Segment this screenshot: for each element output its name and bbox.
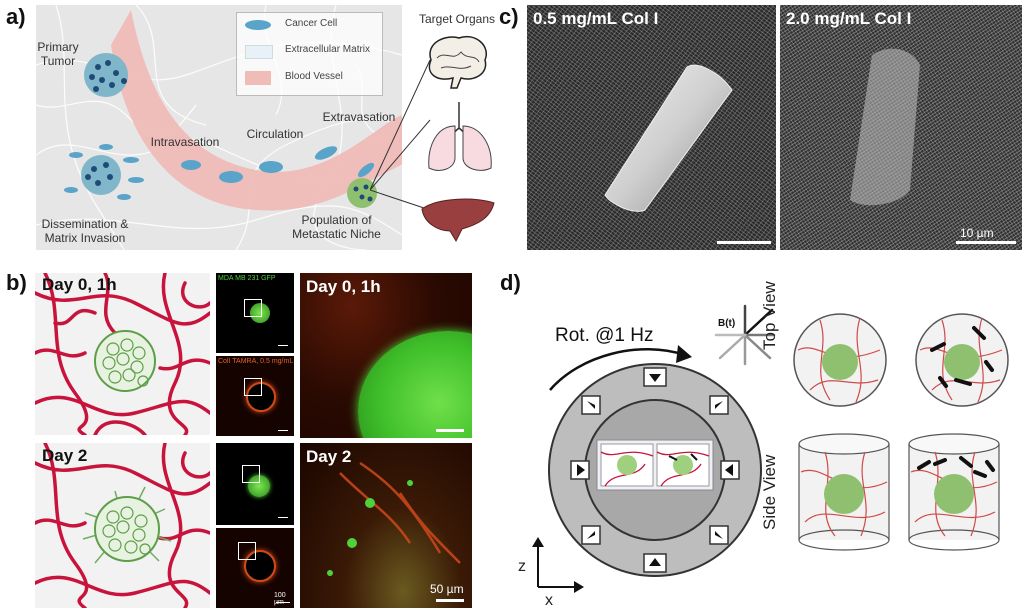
day2-title: Day 2 (42, 446, 88, 465)
scalebar (278, 517, 288, 518)
blood-vessel (111, 10, 402, 211)
scalebar (436, 429, 464, 432)
label-circulation: Circulation (246, 127, 304, 141)
vessel-swatch (245, 71, 271, 85)
label-intravasation: Intravasation (150, 135, 220, 149)
top-view-control (793, 313, 887, 407)
magnet-ring (548, 363, 762, 577)
day2-fibers (35, 443, 210, 608)
gfp-spheroid (248, 475, 270, 497)
magnetic-field-icon (714, 304, 776, 366)
roi-box (244, 378, 262, 396)
day0-fibers (35, 273, 210, 435)
sem-left-label: 0.5 mg/mL Col I (533, 9, 659, 28)
axis-x-label: x (545, 592, 553, 609)
gfp-image-day2 (216, 443, 294, 525)
zoom-image-day2: Day 2 50 µm (300, 443, 472, 608)
metastatic-niche (347, 178, 377, 208)
sem-right-label: 2.0 mg/mL Col I (786, 9, 912, 28)
tamra-ring (244, 550, 276, 582)
sem-scale-label: 10 µm (960, 226, 994, 240)
panel-c-letter: c) (499, 4, 519, 29)
primary-tumor (84, 53, 128, 97)
organ-connectors (370, 59, 431, 211)
day0-illustration (35, 273, 210, 435)
panel-d-letter: d) (500, 270, 521, 295)
cancer-cell-swatch (245, 20, 271, 30)
zoom-day2-label: Day 2 (306, 447, 352, 466)
panel-a-letter: a) (6, 4, 26, 29)
axis-arrows (532, 537, 584, 593)
tamra-image-day2: 100 µm (216, 528, 294, 608)
legend-box: Cancer Cell Extracellular Matrix Blood V… (236, 12, 383, 96)
disseminating-tumor (64, 144, 144, 200)
scalebar (956, 241, 1016, 244)
sem-image-left: 0.5 mg/mL Col I (527, 5, 776, 250)
rotation-label: Rot. @1 Hz (555, 325, 654, 346)
panel-b-letter: b) (6, 270, 27, 295)
roi-box (242, 465, 260, 483)
label-niche: Population of Metastatic Niche (292, 213, 381, 241)
scale-main-label: 50 µm (430, 582, 464, 596)
tamra-label: ColI TAMRA, 0.5 mg/mL (218, 358, 294, 365)
circulating-cells (181, 146, 375, 183)
microrobot-right (850, 48, 920, 206)
scalebar (436, 599, 464, 602)
gfp-spheroid (250, 303, 270, 323)
scalebar (278, 430, 288, 431)
top-view-robots (915, 313, 1009, 407)
legend-blood-vessel: Blood Vessel (285, 71, 343, 82)
lungs-icon (428, 102, 492, 171)
legend-ecm: Extracellular Matrix (285, 44, 371, 55)
zoom-day0-label: Day 0, 1h (306, 277, 381, 296)
roi-box (244, 299, 262, 317)
zoom-image-day0: Day 0, 1h (300, 273, 472, 438)
field-label: B(t) (718, 318, 736, 329)
axis-z-label: z (518, 558, 526, 575)
microrobot-left (604, 64, 733, 212)
brain-icon (428, 35, 488, 89)
side-view-control (798, 433, 890, 551)
label-primary-tumor: Primary Tumor (37, 40, 79, 68)
legend-cancer-cell: Cancer Cell (285, 18, 338, 29)
top-view-label: Top View (760, 281, 779, 350)
scalebar (278, 345, 288, 346)
label-extravasation: Extravasation (322, 110, 396, 124)
side-view-robots (908, 433, 1000, 551)
rotation-arrow (549, 345, 692, 391)
day2-illustration (35, 443, 210, 608)
label-dissemination: Dissemination & Matrix Invasion (41, 217, 129, 245)
sem-image-right: 2.0 mg/mL Col I 10 µm (780, 5, 1022, 250)
label-target-organs: Target Organs (418, 12, 496, 26)
gfp-label: MDA MB 231 GFP (218, 275, 276, 282)
gfp-spheroid (358, 331, 472, 438)
scale-small-label: 100 µm (274, 592, 286, 606)
tamra-image-day0: ColI TAMRA, 0.5 mg/mL (216, 356, 294, 436)
liver-icon (421, 198, 495, 243)
ecm-swatch (245, 45, 273, 59)
side-view-label: Side View (760, 454, 779, 530)
day0-title: Day 0, 1h (42, 275, 117, 294)
scalebar (717, 241, 771, 244)
day2-invasion (327, 461, 461, 576)
scalebar (276, 602, 290, 603)
gfp-image-day0: MDA MB 231 GFP (216, 273, 294, 353)
roi-box (238, 542, 256, 560)
